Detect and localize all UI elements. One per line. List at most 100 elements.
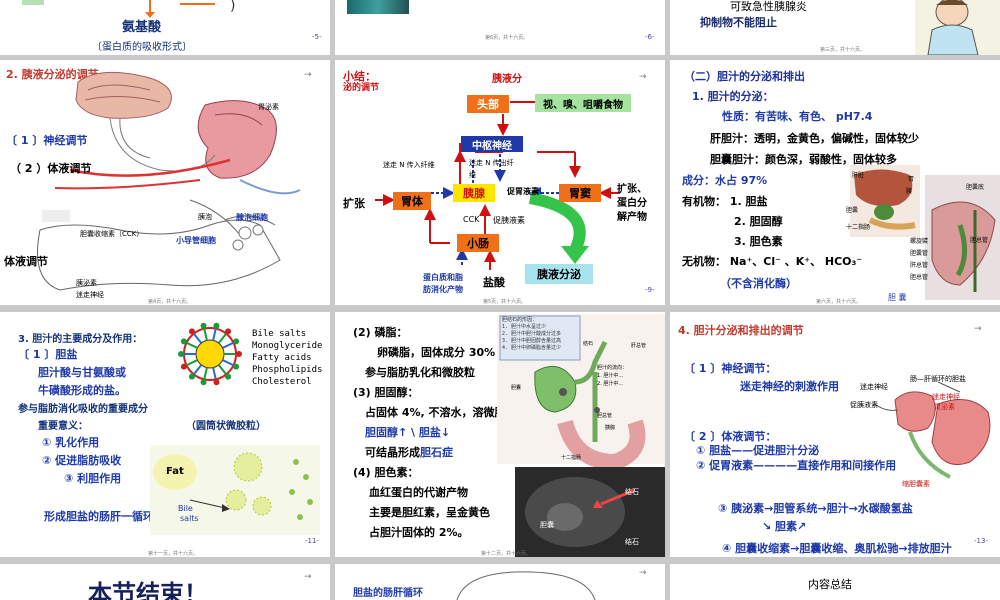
anat-label-gallbladder: 胆囊 [511, 385, 522, 391]
page-number: -9- [645, 286, 655, 294]
img-label-hepatic-duct: 肝总管 [910, 262, 929, 269]
gallstone-anatomy-image [497, 314, 665, 557]
protein-fat-label-2: 肪消化产物 [423, 285, 463, 294]
footer: 第十一页，共十六页。 [148, 551, 199, 557]
anat-label-flow: 胆汁的流向： [597, 365, 628, 371]
summary-sub-label: 泌的调节 [343, 83, 380, 93]
img-label-cck: 缩胆囊素 [902, 480, 930, 488]
slide-bile-components[interactable]: 3. 胆汁的主要成分及作用： 〔 1 〕胆盐 胆汁酸与甘氨酸或 牛磺酸形成的盐。… [0, 312, 330, 557]
slide-end[interactable]: 本节结束！ → [0, 564, 330, 600]
humoral-regulation-label: （ 2 ）体液调节 [10, 162, 92, 175]
text-line-2: 抑制物不能阻止 [700, 16, 777, 29]
slide-enterohepatic[interactable]: 胆盐的肠肝循环 → [335, 564, 665, 600]
cns-box: 中枢神经 [461, 136, 523, 152]
img-label-gb-fundus: 胆囊底 [966, 184, 985, 191]
neural-regulation-label: 〔 1 〕神经调节 [6, 134, 88, 147]
slide-2[interactable]: 第6页，共十六页。 -6- [335, 0, 665, 55]
img-label-gallbladder: 胆囊 [846, 207, 859, 214]
pancreas-box: 胰腺 [453, 184, 495, 202]
vagal-efferent-label: 迷走 N 传出纤 [469, 159, 514, 167]
line-lecithin: 卵磷脂，固体成分 30% [377, 346, 496, 359]
humoral-regulation-label: 〔 2 〕体液调节： [684, 430, 777, 443]
composition-line: 成分：水占 97% [682, 174, 768, 187]
page-number: -13- [974, 537, 988, 545]
anat-label-cbd: 胆总管 [597, 413, 613, 419]
digest-label-2: 解产物 [617, 212, 647, 223]
end-title: 本节结束！ [88, 580, 208, 600]
summary-title: 内容总结 [808, 578, 852, 591]
img-label-gastrin: 胃泌素 [934, 403, 955, 411]
img-label-common-bile-duct: 胆总管 [970, 237, 989, 244]
img-label-vagus-1: 迷走神经 [860, 383, 888, 391]
bile-salt-line-1: 胆汁酸与甘氨酸或 [38, 366, 126, 379]
humoral-line-4: ④ 胆囊收缩素→胆囊收缩、奥肌松驰→排放胆汁 [722, 542, 952, 555]
slide-summary-flowchart[interactable]: 小结： 泌的调节 胰液分 → 头部 视、嗅、咀嚼食物 中枢神经 胃体 胰腺 胃窦… [335, 60, 665, 305]
line-cholesterol-detail: 占固体 4%, 不溶水，溶微胶粒 [365, 406, 517, 419]
gallbladder-bile-line: 胆囊胆汁：颜色深，弱酸性，固体较多 [710, 153, 897, 166]
vagal-afferent-label: 迷走 N 传入纤维 [383, 161, 435, 169]
legend-1: 1. 胆汁中水呈过少 [502, 324, 547, 330]
no-enzyme-line: （不含消化酶） [720, 277, 797, 290]
topic-label: 胰液分 [492, 74, 522, 85]
label-secretin: 胰泌素 [76, 279, 97, 287]
page-number: -11- [305, 537, 319, 545]
function-1: ① 乳化作用 [42, 436, 100, 449]
humoral-line-1: ① 胆盐——促进胆汁分泌 [696, 444, 820, 457]
slide-bile-regulation[interactable]: 4. 胆汁分泌和排出的调节 → 〔 1 〕神经调节： 迷走神经的刺激作用 〔 2… [670, 312, 1000, 557]
humoral-regulation-lower-label: 体液调节 [4, 255, 48, 268]
digest-label-1: 蛋白分 [617, 198, 647, 209]
legend-2: 2. 胆汁中胆汁酸成分过多 [502, 331, 562, 337]
slide-pancreatic-regulation[interactable]: 2. 胰液分泌的调节 → 〔 1 〕神经调节 （ 2 ）体液调节 体液调节 胃泌… [0, 60, 330, 305]
digestive-anatomy-diagram [37, 71, 301, 291]
img-label-pancreas: 胰 [906, 188, 913, 195]
organic-line: 有机物： 1. 胆盐 [682, 195, 768, 208]
img-label-cystic-duct: 胆囊管 [910, 250, 929, 257]
slide-1[interactable]: ) 氨基酸 〔蛋白质的吸收形式〕 -5- [0, 0, 330, 55]
img-label-spiral-fold: 螺旋襞 [910, 238, 929, 245]
subtitle: 1. 胆汁的分泌： [692, 90, 774, 103]
ct-label-stone-1: 结石 [625, 488, 639, 496]
enterohepatic-title: 胆盐的肠肝循环 [353, 588, 423, 599]
senses-box: 视、嗅、咀嚼食物 [535, 94, 631, 112]
line-percent: 占胆汁固体的 2%。 [369, 526, 469, 539]
slide-3[interactable]: 可致急性胰腺炎 抑制物不能阻止 第三页，共十六页。 [670, 0, 1000, 55]
slide-bile-secretion[interactable]: （二）胆汁的分泌和排出 1. 胆汁的分泌： 性质：有苦味、有色、 pH7.4 肝… [670, 60, 1000, 305]
summary-label: 小结： [343, 70, 376, 83]
bile-salts-label-2: salts [180, 514, 199, 523]
footer: 第4页，共十六页。 [148, 299, 192, 305]
anat-label-stone: 结石 [583, 341, 594, 347]
micelle-caption: （圆筒状微胶粒） [186, 421, 266, 432]
line-hemoglobin: 血红蛋白的代谢产物 [369, 486, 468, 499]
organic-line-3: 3. 胆色素 [734, 235, 783, 248]
slide-title: 2. 胰液分泌的调节 [6, 68, 99, 81]
svg-text:): ) [230, 0, 235, 14]
inorganic-line: 无机物： Na⁺、Cl⁻ 、K⁺、 HCO₃⁻ [682, 255, 863, 268]
anat-label-duodenum: 十二指肠 [561, 455, 582, 461]
anat-label-flow-2: 2. 胆汁中… [597, 381, 624, 387]
molecule-image [347, 0, 409, 14]
footer: 第六页，共十六页。 [816, 299, 862, 305]
protein-fat-label-1: 蛋白质和脂 [423, 273, 463, 282]
cartoon-doctor-image [915, 0, 1000, 55]
enterohepatic-cycle-line: 形成胆盐的肠肝一循环 [44, 510, 154, 523]
component-cholesterol: Cholesterol [252, 377, 312, 387]
vagus-line: 迷走神经的刺激作用 [740, 380, 839, 393]
bile-salts-label-1: Bile [178, 504, 193, 513]
line-cholesterol: (3) 胆固醇： [353, 386, 419, 399]
neural-regulation-label: 〔 1 〕神经调节： [684, 362, 777, 375]
gallbladder-anatomy-image [850, 165, 1000, 300]
anat-label-pancreas: 胰腺 [605, 425, 616, 431]
line-phospholipid: (2) 磷脂： [353, 326, 408, 339]
slide-title: （二）胆汁的分泌和排出 [684, 70, 805, 83]
component-list: Bile salts Monoglyceride Fatty acids Pho… [252, 328, 322, 388]
liver-bile-line: 肝胆汁：透明，金黄色，偏碱性，固体较少 [710, 132, 919, 145]
img-label-cbd-2: 胆总管 [910, 274, 929, 281]
gallstone-causes-legend: 胆结石的形因： 1. 胆汁中水呈过少 2. 胆汁中胆汁酸成分过多 3. 胆汁中胆… [502, 317, 561, 352]
line-bilirubin: 主要是胆红素，呈金黄色 [369, 506, 490, 519]
dilation-right-label: 扩张、 [617, 184, 647, 195]
secretin-label: 促胰液素 [493, 216, 525, 225]
slide-bile-phospholipids[interactable]: (2) 磷脂： 卵磷脂，固体成分 30% 参与脂肪乳化和微胶粒 (3) 胆固醇：… [335, 312, 665, 557]
slide-summary[interactable]: 内容总结 [670, 564, 1000, 600]
vagal-efferent-label-2: 维 [469, 171, 476, 179]
micelle-image [150, 322, 320, 535]
